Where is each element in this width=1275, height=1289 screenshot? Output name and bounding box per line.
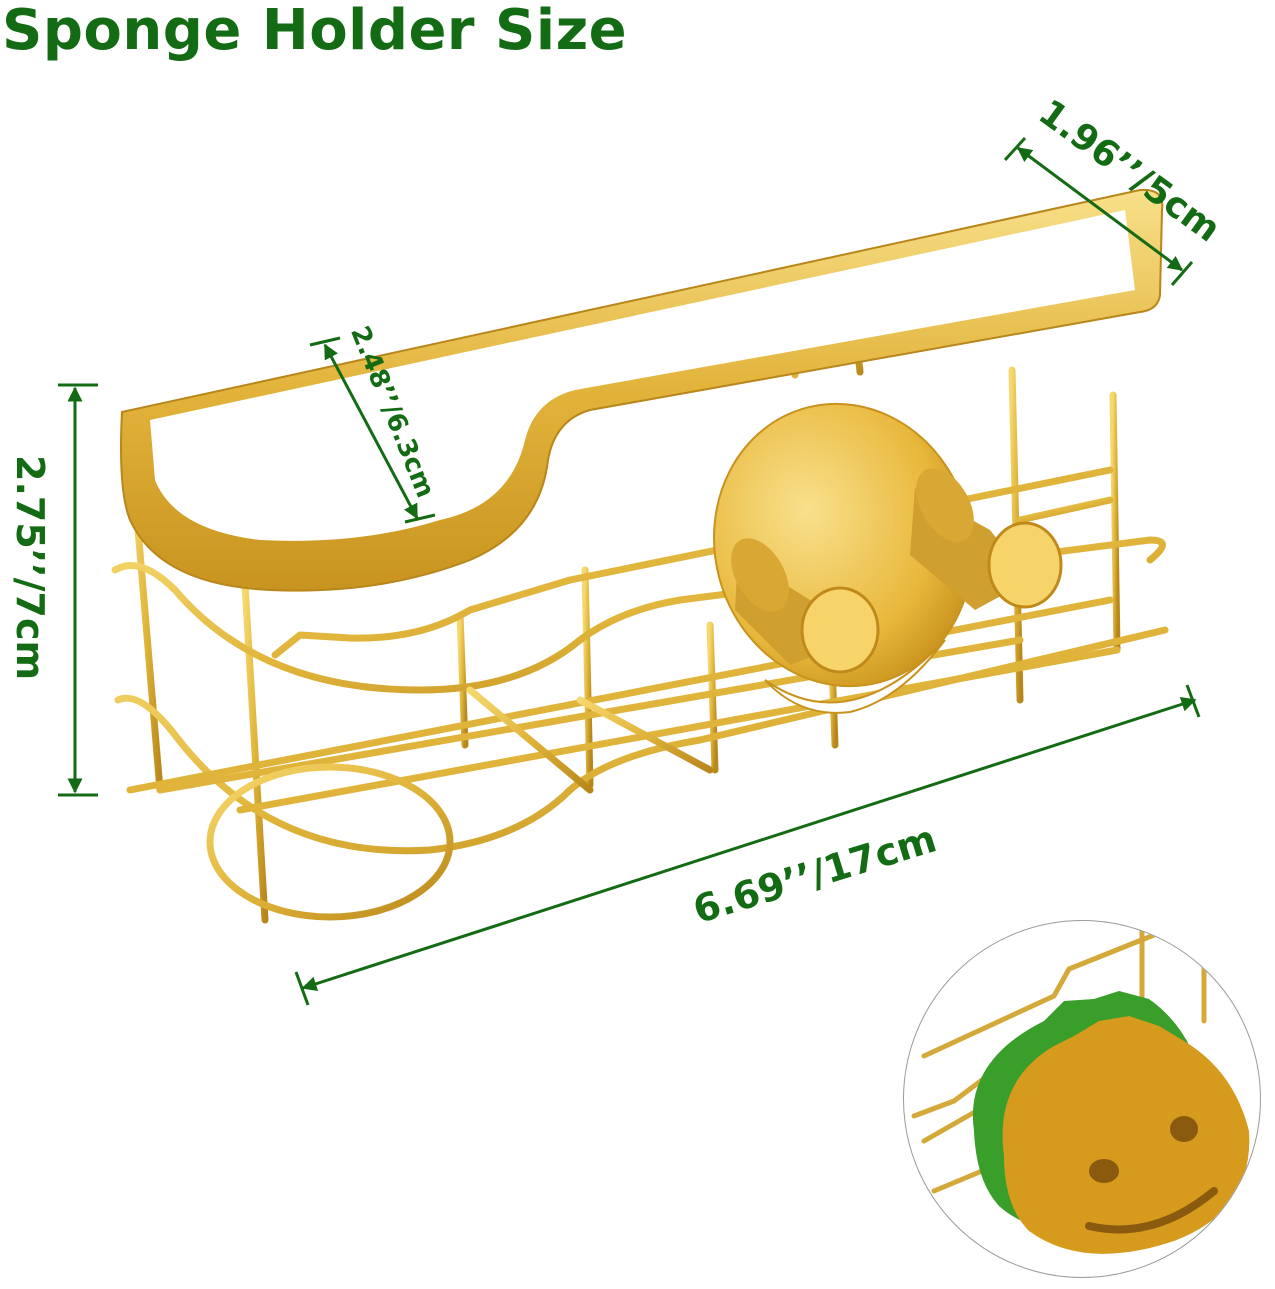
smiley-hook-plate — [713, 402, 1063, 714]
sponge-smile — [1085, 1187, 1218, 1234]
sponge-inset-photo — [903, 920, 1261, 1278]
peg-right — [910, 468, 1063, 610]
sponge-right-eye — [1170, 1116, 1198, 1142]
sponge-orange-layer — [1002, 1016, 1250, 1254]
sponge-left-eye — [1089, 1159, 1119, 1183]
page-title: Sponge Holder Size — [2, 0, 628, 63]
sponge-in-holder-illustration — [911, 923, 1250, 1254]
dimension-height-label: 2.75’’/7cm — [8, 455, 52, 681]
dimension-lines — [58, 136, 1201, 1006]
peg-left — [731, 538, 880, 674]
